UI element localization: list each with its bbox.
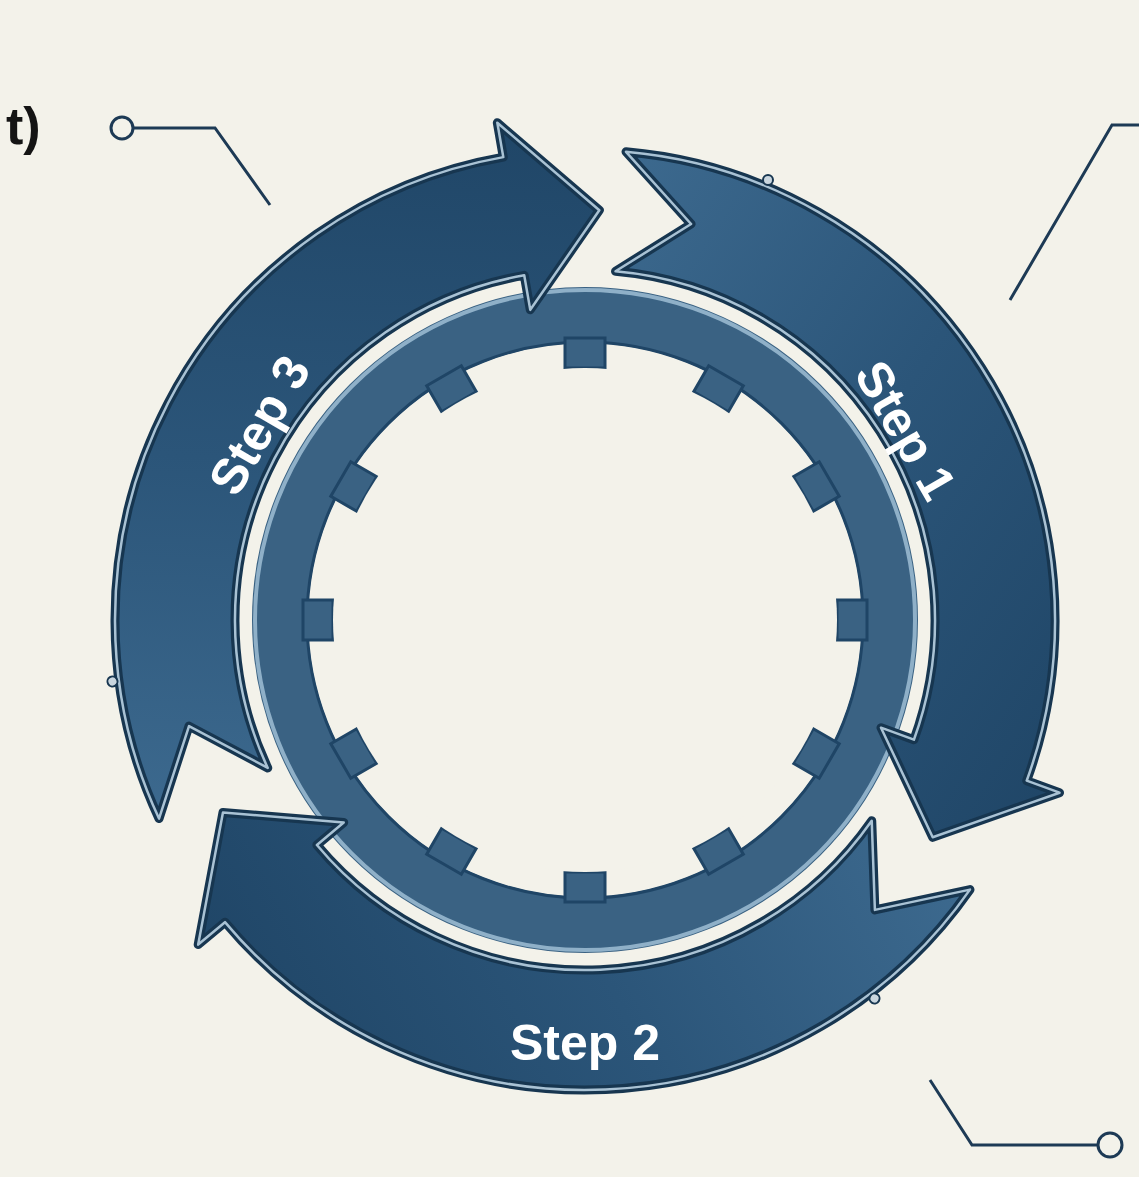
step-band: Step 3 [190,336,330,515]
gear [255,290,915,950]
step-band: Step 2 [500,1012,670,1075]
cycle-arrows [0,100,1060,1177]
step-label: Step 1 [844,351,967,508]
step-label: Step 2 [510,1016,660,1071]
step-band: Step 1 [835,341,975,520]
callout-text: t) [6,98,41,155]
step-label: Step 3 [199,346,322,503]
